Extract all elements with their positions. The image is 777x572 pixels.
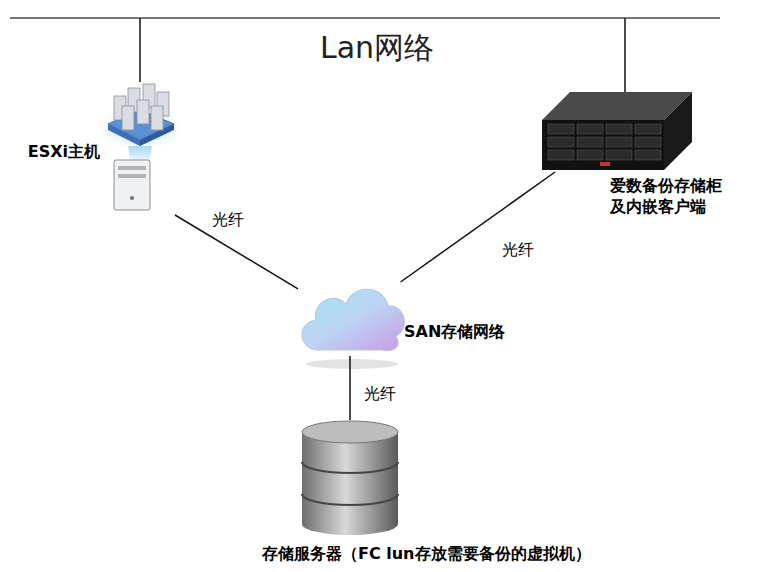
lan-bus bbox=[10, 17, 720, 19]
link-label: 光纤 bbox=[210, 210, 246, 229]
cabinet-node: 爱数备份存储柜 及内嵌客户端 bbox=[540, 90, 694, 172]
backup-cabinet bbox=[542, 92, 692, 170]
fiber-link bbox=[401, 172, 555, 282]
cloud-node: SAN存储网络 bbox=[298, 282, 402, 356]
link-label: 光纤 bbox=[500, 240, 536, 259]
node-label: 爱数备份存储柜 及内嵌客户端 bbox=[610, 176, 730, 218]
storage-cylinder bbox=[302, 421, 398, 535]
host-node: ESXi主机 bbox=[105, 78, 185, 215]
link-label: 光纤 bbox=[362, 384, 398, 403]
node-label: SAN存储网络 bbox=[404, 322, 505, 343]
network-label: Lan网络 bbox=[320, 30, 434, 66]
storage-node: 存储服务器（FC lun存放需要备份的虚拟机） bbox=[300, 420, 400, 536]
fiber-link bbox=[349, 356, 351, 420]
node-label: 存储服务器（FC lun存放需要备份的虚拟机） bbox=[262, 544, 591, 565]
esxi-icon bbox=[98, 84, 182, 210]
lan-drop bbox=[139, 18, 141, 82]
node-label: ESXi主机 bbox=[4, 142, 100, 163]
lan-drop bbox=[624, 18, 626, 94]
san-cloud bbox=[302, 289, 404, 369]
